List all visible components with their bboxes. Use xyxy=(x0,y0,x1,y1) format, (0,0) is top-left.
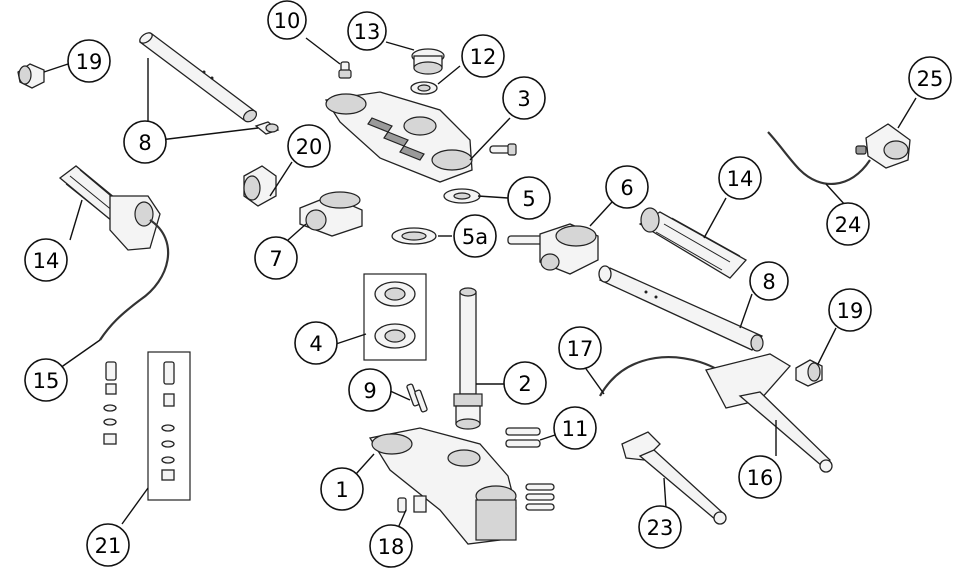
callout-label: 7 xyxy=(269,247,282,271)
callout-2: 2 xyxy=(503,361,547,405)
callout-label: 14 xyxy=(727,167,754,191)
callout-11: 11 xyxy=(553,406,597,450)
callout-label: 8 xyxy=(762,270,775,294)
callout-label: 19 xyxy=(76,50,103,74)
callout-label: 4 xyxy=(309,332,322,356)
callout-23: 23 xyxy=(638,505,682,549)
part-handlebar-tube-left xyxy=(138,32,258,123)
callout-label: 13 xyxy=(354,20,381,44)
callout-1: 1 xyxy=(320,467,364,511)
callout-17: 17 xyxy=(558,326,602,370)
part-clamp-6 xyxy=(507,223,599,275)
callout-16: 16 xyxy=(738,455,782,499)
callout-label: 2 xyxy=(518,372,531,396)
part-bearings-set-4 xyxy=(363,273,427,361)
callout-label: 21 xyxy=(95,534,122,558)
callout-3: 3 xyxy=(502,76,546,120)
callout-label: 12 xyxy=(470,45,497,69)
callout-label: 9 xyxy=(363,379,376,403)
callout-6: 6 xyxy=(605,165,649,209)
callout-label: 16 xyxy=(747,466,774,490)
part-clutch-cable xyxy=(599,356,728,397)
part-small-screws-18 xyxy=(397,495,427,513)
part-seal-washer-5a xyxy=(391,227,437,245)
part-hardware-kit-21 xyxy=(103,351,191,501)
callout-25: 25 xyxy=(908,56,952,100)
callout-label: 24 xyxy=(835,213,862,237)
part-handle-grip-right xyxy=(638,207,748,279)
part-bar-end-plug-right xyxy=(795,359,823,387)
part-bar-end-plug-left xyxy=(17,63,45,89)
callout-19-right: 19 xyxy=(828,288,872,332)
part-throttle-grip xyxy=(58,165,161,251)
callout-label: 6 xyxy=(620,176,633,200)
part-brake-lever xyxy=(621,431,727,525)
callout-10: 10 xyxy=(267,0,307,40)
callout-label: 23 xyxy=(647,516,674,540)
part-steering-stem-2 xyxy=(453,287,483,430)
callout-label: 5 xyxy=(522,187,535,211)
callout-label: 18 xyxy=(378,535,405,559)
callout-label: 11 xyxy=(562,417,589,441)
part-screw-10 xyxy=(338,61,352,79)
callout-label: 20 xyxy=(296,135,323,159)
part-lower-triple-clamp xyxy=(368,427,517,545)
callout-19-top: 19 xyxy=(67,39,111,83)
callout-13: 13 xyxy=(347,11,387,51)
part-pinch-bolt xyxy=(489,143,517,156)
callout-9: 9 xyxy=(348,368,392,412)
callout-8-right: 8 xyxy=(749,261,789,301)
callout-4: 4 xyxy=(294,321,338,365)
callout-5a: 5a xyxy=(453,214,497,258)
callout-7: 7 xyxy=(254,236,298,280)
callout-label: 1 xyxy=(335,478,348,502)
part-clamp-bolts xyxy=(525,483,555,511)
callout-14-right: 14 xyxy=(718,156,762,200)
part-clamp-bracket-20 xyxy=(243,165,277,207)
callout-21: 21 xyxy=(86,523,130,567)
callout-label: 14 xyxy=(33,249,60,273)
part-steering-nut-13 xyxy=(411,48,445,75)
part-bolts-11 xyxy=(505,427,541,448)
callout-12: 12 xyxy=(461,34,505,78)
part-throttle-cable xyxy=(99,219,170,341)
callout-label: 19 xyxy=(837,299,864,323)
callout-14-left: 14 xyxy=(24,238,68,282)
part-kill-switch-wire xyxy=(767,131,871,185)
part-bearing-race-5 xyxy=(443,188,481,204)
callout-label: 15 xyxy=(33,369,60,393)
part-bolts-9 xyxy=(406,383,428,413)
part-clutch-lever xyxy=(705,353,833,473)
part-bolt-small xyxy=(254,121,280,135)
callout-15: 15 xyxy=(24,358,68,402)
callout-20: 20 xyxy=(287,124,331,168)
part-clamp-7 xyxy=(299,191,363,237)
part-handlebar-tube-right xyxy=(598,265,764,352)
callout-18: 18 xyxy=(369,524,413,568)
part-kill-switch xyxy=(855,123,911,169)
callout-label: 8 xyxy=(138,131,151,155)
part-washer-12 xyxy=(410,81,438,95)
leader-lines xyxy=(43,37,917,529)
callout-label: 3 xyxy=(517,87,530,111)
callout-5: 5 xyxy=(507,176,551,220)
callout-label: 5a xyxy=(462,225,488,249)
part-upper-triple-clamp xyxy=(324,91,473,183)
callout-label: 25 xyxy=(917,67,944,91)
callout-label: 10 xyxy=(274,9,301,33)
callout-8-top: 8 xyxy=(123,120,167,164)
callout-24: 24 xyxy=(826,202,870,246)
callout-label: 17 xyxy=(567,337,594,361)
